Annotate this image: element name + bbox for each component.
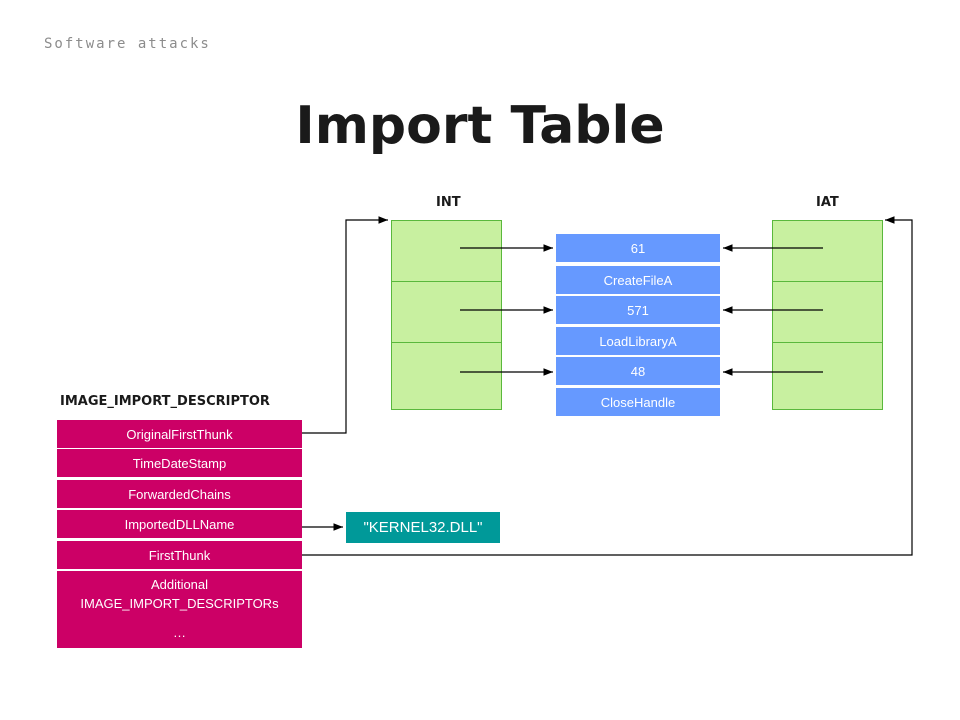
- field-forwarded-chains: ForwardedChains: [57, 480, 302, 508]
- hint-entry: 48: [556, 357, 720, 385]
- page-title: Import Table: [295, 96, 665, 156]
- hint-entry: 61: [556, 234, 720, 262]
- field-time-date-stamp: TimeDateStamp: [57, 449, 302, 477]
- field-original-first-thunk: OriginalFirstThunk: [57, 420, 302, 448]
- field-imported-dll-name: ImportedDLLName: [57, 510, 302, 538]
- descriptor-title: IMAGE_IMPORT_DESCRIPTOR: [60, 394, 270, 409]
- int-label: INT: [436, 195, 461, 210]
- name-entry: CloseHandle: [556, 388, 720, 416]
- additional-ellipsis: …: [173, 625, 186, 640]
- int-entry: [392, 221, 501, 282]
- additional-line-1: Additional: [150, 577, 209, 592]
- additional-descriptors: Additional IMAGE_IMPORT_DESCRIPTORs …: [57, 571, 302, 648]
- iat-entry: [773, 221, 882, 282]
- field-first-thunk: FirstThunk: [57, 541, 302, 569]
- first-thunk-link: [302, 216, 913, 556]
- hint-entry: 571: [556, 296, 720, 324]
- name-entry: LoadLibraryA: [556, 327, 720, 355]
- original-first-thunk-link: [302, 216, 388, 434]
- iat-label: IAT: [816, 195, 839, 210]
- int-entry: [392, 282, 501, 343]
- iat-entry: [773, 282, 882, 343]
- name-entry: CreateFileA: [556, 266, 720, 294]
- header-tag: Software attacks: [44, 36, 211, 52]
- iat-table: [772, 220, 883, 410]
- additional-line-2: IMAGE_IMPORT_DESCRIPTORs: [80, 596, 279, 611]
- int-table: [391, 220, 502, 410]
- dll-name-box: "KERNEL32.DLL": [346, 512, 500, 543]
